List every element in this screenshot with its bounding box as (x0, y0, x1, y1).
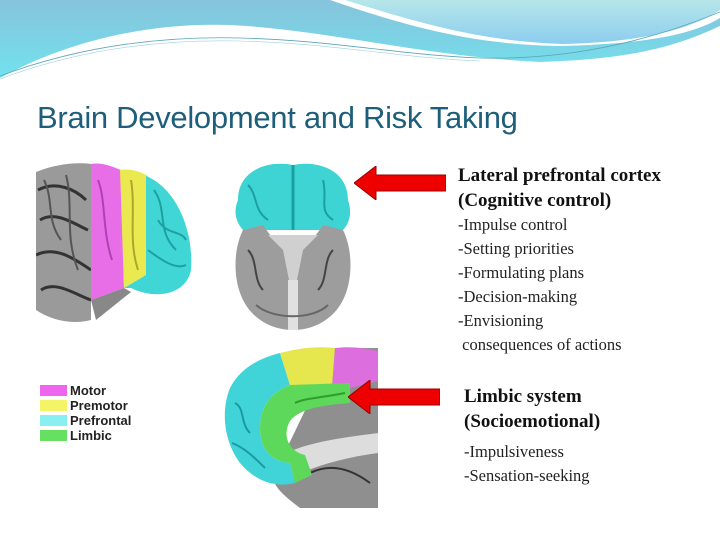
brain-ventral-view-image (235, 163, 351, 330)
lateral-item: -Decision-making (458, 287, 578, 306)
prefrontal-swatch (40, 415, 67, 426)
legend-label: Prefrontal (70, 413, 132, 428)
limbic-swatch (40, 430, 67, 441)
red-arrow-lateral-icon (354, 166, 446, 200)
lateral-item: consequences of actions (458, 335, 622, 354)
legend-label: Motor (70, 383, 107, 398)
legend-label: Limbic (70, 428, 112, 443)
brain-medial-view-image (224, 347, 378, 508)
motor-swatch (40, 385, 67, 396)
red-arrow-limbic-icon (348, 380, 440, 414)
legend-item-prefrontal: Prefrontal (40, 413, 131, 428)
limbic-item: -Impulsiveness (464, 442, 564, 461)
header-wave-decoration (0, 0, 720, 80)
lateral-prefrontal-text: Lateral prefrontal cortex (Cognitive con… (458, 163, 661, 357)
lateral-item: -Formulating plans (458, 263, 585, 282)
lateral-heading-line1: Lateral prefrontal cortex (458, 165, 661, 186)
lateral-item: -Impulse control (458, 215, 568, 234)
limbic-heading-line1: Limbic system (464, 386, 582, 407)
legend-item-limbic: Limbic (40, 428, 131, 443)
lateral-item: -Envisioning (458, 311, 544, 330)
limbic-system-text: Limbic system (Socioemotional) -Impulsiv… (464, 384, 600, 488)
premotor-swatch (40, 400, 67, 411)
limbic-item: -Sensation-seeking (464, 466, 590, 485)
legend-label: Premotor (70, 398, 128, 413)
lateral-item: -Setting priorities (458, 239, 574, 258)
brain-lateral-view-image (36, 163, 192, 322)
lateral-heading-line2: (Cognitive control) (458, 190, 612, 211)
slide-title: Brain Development and Risk Taking (37, 100, 518, 135)
legend-item-motor: Motor (40, 383, 131, 398)
limbic-heading-line2: (Socioemotional) (464, 411, 601, 432)
legend-item-premotor: Premotor (40, 398, 131, 413)
color-legend: Motor Premotor Prefrontal Limbic (40, 383, 131, 443)
